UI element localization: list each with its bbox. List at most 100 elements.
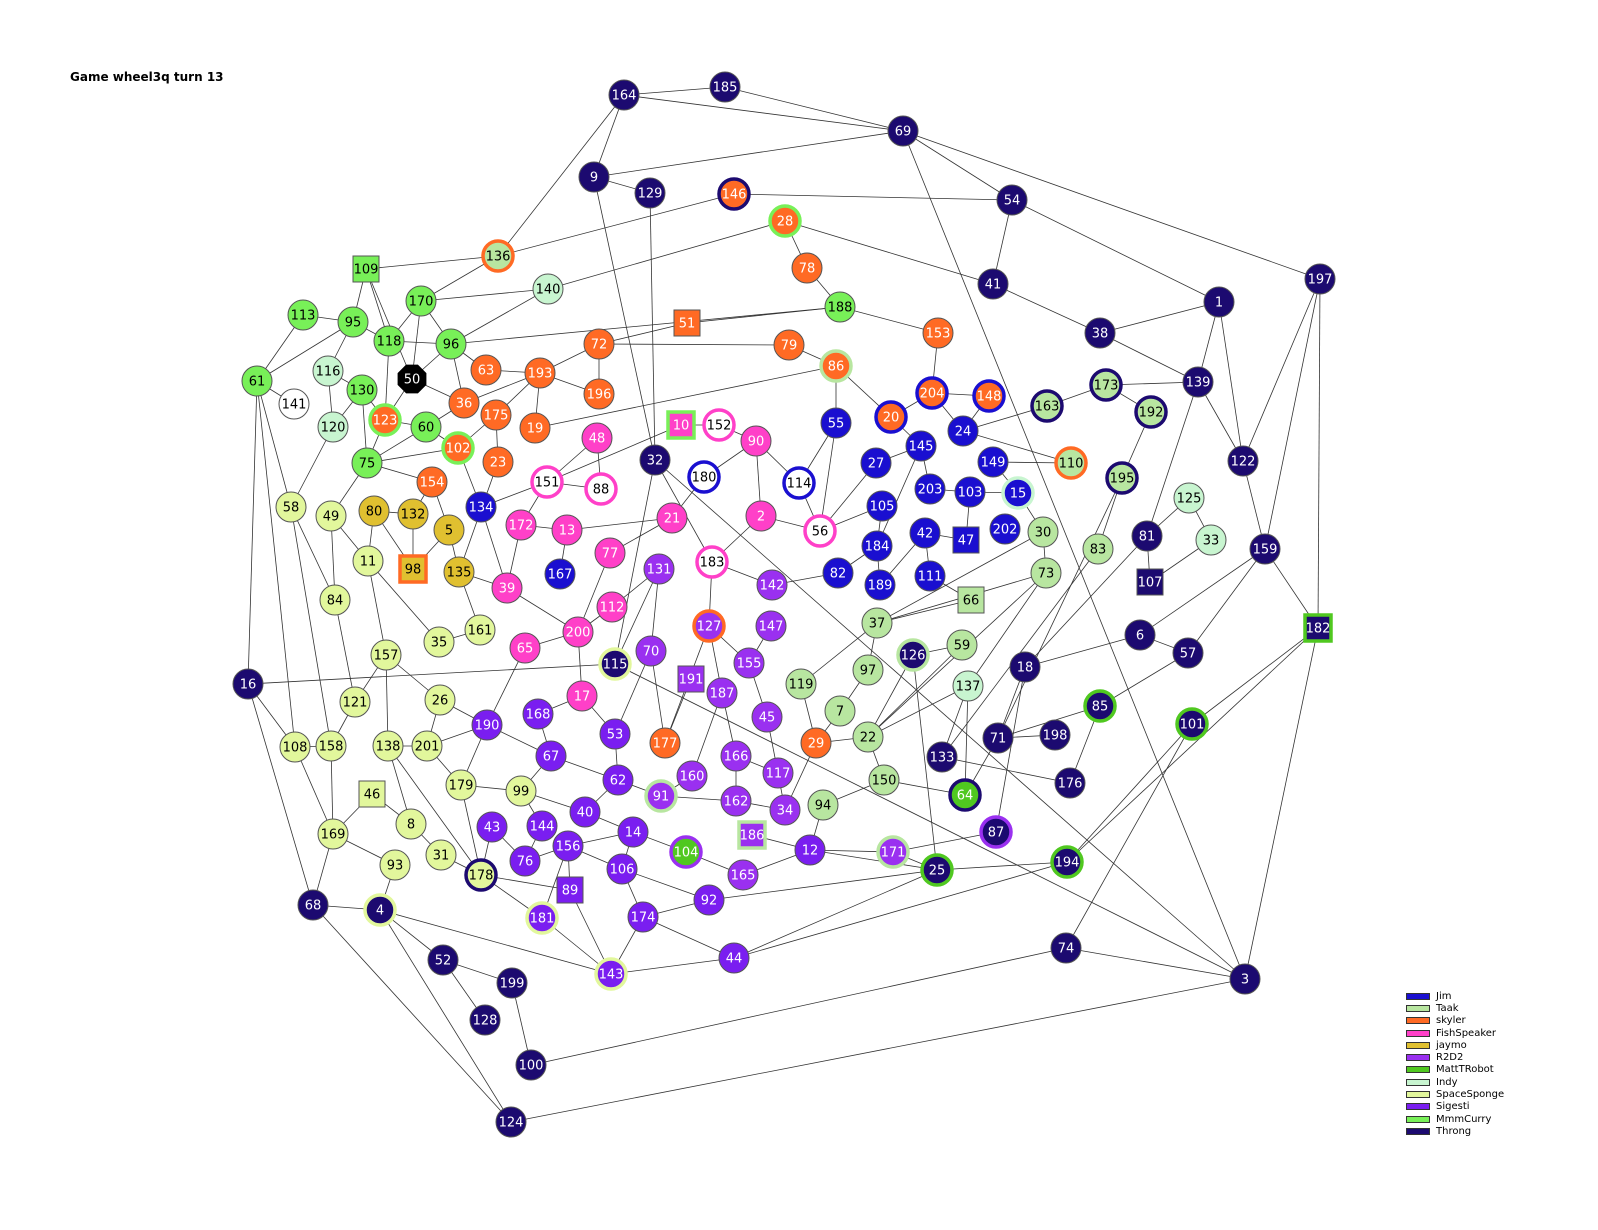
- territory-node-95[interactable]: 95: [337, 306, 369, 338]
- territory-node-1[interactable]: 1: [1203, 286, 1235, 318]
- territory-node-121[interactable]: 121: [339, 686, 371, 718]
- territory-node-86[interactable]: 86: [819, 349, 853, 383]
- territory-node-197[interactable]: 197: [1304, 263, 1336, 295]
- territory-node-204[interactable]: 204: [915, 376, 949, 410]
- territory-node-118[interactable]: 118: [373, 325, 405, 357]
- territory-node-6[interactable]: 6: [1124, 619, 1156, 651]
- territory-node-49[interactable]: 49: [315, 500, 347, 532]
- territory-node-45[interactable]: 45: [751, 701, 783, 733]
- territory-node-115[interactable]: 115: [598, 647, 632, 681]
- territory-node-51[interactable]: 51: [673, 309, 701, 337]
- territory-node-39[interactable]: 39: [491, 572, 523, 604]
- territory-node-136[interactable]: 136: [481, 239, 515, 273]
- territory-node-32[interactable]: 32: [639, 444, 671, 476]
- territory-node-129[interactable]: 129: [634, 177, 666, 209]
- territory-node-2[interactable]: 2: [745, 500, 777, 532]
- territory-node-99[interactable]: 99: [505, 775, 537, 807]
- territory-node-52[interactable]: 52: [427, 944, 459, 976]
- territory-node-107[interactable]: 107: [1136, 568, 1164, 596]
- territory-node-180[interactable]: 180: [687, 460, 721, 494]
- territory-node-50[interactable]: 50: [397, 364, 427, 394]
- territory-node-97[interactable]: 97: [852, 654, 884, 686]
- territory-node-157[interactable]: 157: [370, 639, 402, 671]
- territory-node-178[interactable]: 178: [464, 858, 498, 892]
- territory-node-44[interactable]: 44: [718, 942, 750, 974]
- territory-node-114[interactable]: 114: [782, 466, 816, 500]
- territory-node-130[interactable]: 130: [346, 374, 378, 406]
- territory-node-28[interactable]: 28: [768, 204, 802, 238]
- territory-node-112[interactable]: 112: [596, 591, 628, 623]
- territory-node-20[interactable]: 20: [874, 400, 908, 434]
- territory-node-181[interactable]: 181: [525, 901, 559, 935]
- territory-node-90[interactable]: 90: [740, 425, 772, 457]
- territory-node-93[interactable]: 93: [379, 849, 411, 881]
- territory-node-48[interactable]: 48: [581, 422, 613, 454]
- territory-node-152[interactable]: 152: [702, 408, 736, 442]
- territory-node-68[interactable]: 68: [297, 889, 329, 921]
- territory-node-55[interactable]: 55: [820, 407, 852, 439]
- territory-node-102[interactable]: 102: [441, 431, 475, 465]
- territory-node-183[interactable]: 183: [695, 545, 729, 579]
- territory-node-147[interactable]: 147: [755, 610, 787, 642]
- territory-node-133[interactable]: 133: [926, 741, 958, 773]
- territory-node-91[interactable]: 91: [644, 779, 678, 813]
- territory-node-198[interactable]: 198: [1039, 719, 1071, 751]
- territory-node-154[interactable]: 154: [416, 466, 448, 498]
- territory-node-27[interactable]: 27: [860, 447, 892, 479]
- territory-node-149[interactable]: 149: [977, 446, 1009, 478]
- territory-node-96[interactable]: 96: [435, 328, 467, 360]
- territory-node-125[interactable]: 125: [1173, 482, 1205, 514]
- territory-node-53[interactable]: 53: [599, 718, 631, 750]
- territory-node-144[interactable]: 144: [526, 810, 558, 842]
- territory-node-73[interactable]: 73: [1030, 557, 1062, 589]
- territory-node-23[interactable]: 23: [482, 446, 514, 478]
- territory-node-135[interactable]: 135: [443, 556, 475, 588]
- territory-node-151[interactable]: 151: [530, 465, 564, 499]
- territory-node-59[interactable]: 59: [946, 629, 978, 661]
- territory-node-80[interactable]: 80: [358, 495, 390, 527]
- territory-node-12[interactable]: 12: [794, 834, 826, 866]
- territory-node-159[interactable]: 159: [1249, 533, 1281, 565]
- territory-node-122[interactable]: 122: [1227, 445, 1259, 477]
- territory-node-31[interactable]: 31: [425, 839, 457, 871]
- territory-node-124[interactable]: 124: [495, 1106, 527, 1138]
- territory-node-132[interactable]: 132: [397, 498, 429, 530]
- territory-node-85[interactable]: 85: [1083, 689, 1117, 723]
- territory-node-72[interactable]: 72: [583, 328, 615, 360]
- territory-node-64[interactable]: 64: [948, 778, 982, 812]
- territory-node-62[interactable]: 62: [602, 764, 634, 796]
- territory-node-57[interactable]: 57: [1172, 637, 1204, 669]
- territory-node-137[interactable]: 137: [952, 670, 984, 702]
- territory-node-4[interactable]: 4: [363, 893, 397, 927]
- territory-node-117[interactable]: 117: [762, 757, 794, 789]
- territory-node-33[interactable]: 33: [1195, 524, 1227, 556]
- territory-node-41[interactable]: 41: [977, 268, 1009, 300]
- territory-node-128[interactable]: 128: [469, 1004, 501, 1036]
- territory-node-201[interactable]: 201: [411, 730, 443, 762]
- territory-node-37[interactable]: 37: [861, 607, 893, 639]
- territory-node-150[interactable]: 150: [868, 764, 900, 796]
- territory-node-35[interactable]: 35: [423, 626, 455, 658]
- territory-node-34[interactable]: 34: [769, 794, 801, 826]
- territory-node-146[interactable]: 146: [717, 177, 751, 211]
- territory-node-42[interactable]: 42: [909, 517, 941, 549]
- territory-node-179[interactable]: 179: [445, 769, 477, 801]
- territory-node-196[interactable]: 196: [583, 378, 615, 410]
- territory-node-38[interactable]: 38: [1084, 317, 1116, 349]
- territory-node-126[interactable]: 126: [896, 638, 930, 672]
- territory-node-145[interactable]: 145: [905, 430, 937, 462]
- territory-node-170[interactable]: 170: [405, 285, 437, 317]
- territory-node-83[interactable]: 83: [1082, 533, 1114, 565]
- territory-node-109[interactable]: 109: [352, 255, 380, 283]
- territory-node-143[interactable]: 143: [594, 957, 628, 991]
- territory-node-89[interactable]: 89: [556, 876, 584, 904]
- territory-node-200[interactable]: 200: [562, 616, 594, 648]
- territory-node-131[interactable]: 131: [643, 553, 675, 585]
- territory-node-171[interactable]: 171: [876, 835, 910, 869]
- territory-node-58[interactable]: 58: [275, 491, 307, 523]
- territory-node-82[interactable]: 82: [822, 557, 854, 589]
- territory-node-161[interactable]: 161: [464, 614, 496, 646]
- territory-node-69[interactable]: 69: [887, 115, 919, 147]
- territory-node-127[interactable]: 127: [692, 609, 726, 643]
- territory-node-5[interactable]: 5: [433, 514, 465, 546]
